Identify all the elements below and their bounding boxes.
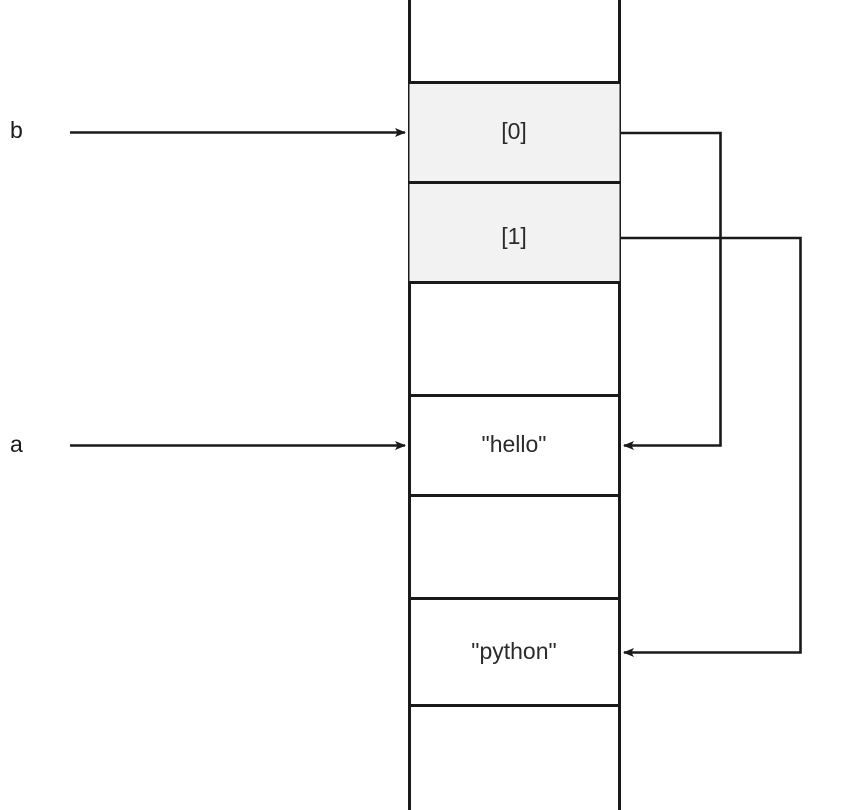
memory-cell-fills [409,82,620,282]
cell-0-label: [0] [501,118,527,144]
reference-connector-0-to-hello [619,131,722,450]
cell-hello-label: "hello" [482,431,547,457]
cell-1-label: [1] [501,223,527,249]
variable-labels: b a [10,117,23,457]
reference-path-1 [619,236,802,657]
cell-1-fill [409,182,620,282]
reference-path-0 [619,131,722,450]
variable-label-b: b [10,117,23,143]
cell-0-fill [409,82,620,182]
memory-cell-labels: [0] [1] "hello" "python" [471,118,556,664]
variable-pointers [70,128,406,450]
cell-python-label: "python" [471,638,556,664]
variable-label-a: a [10,431,23,457]
reference-connector-1-to-python [619,236,802,657]
memory-cell-dividers [409,81,620,707]
